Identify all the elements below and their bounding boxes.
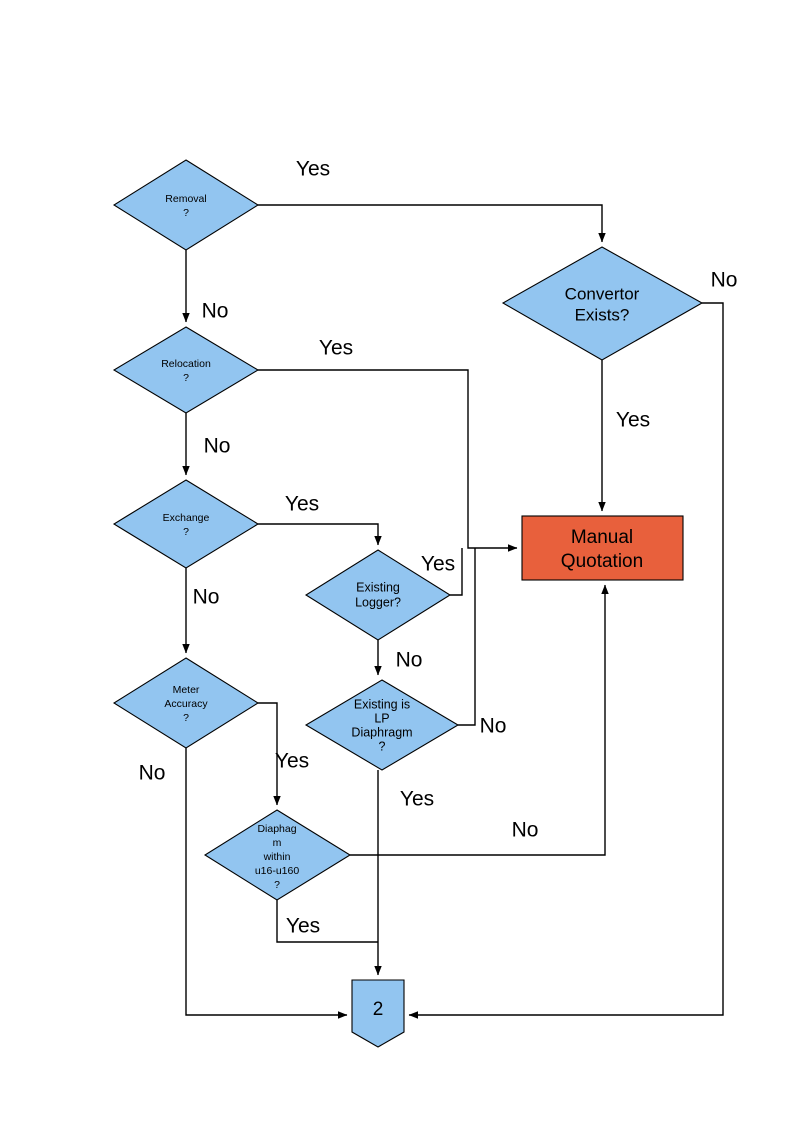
existing-lp-label-3: ? — [379, 739, 386, 753]
connector-2-shape[interactable] — [351, 979, 405, 1048]
edge-label-relocation-no: No — [204, 435, 231, 458]
diaphagm-label-2: within — [263, 851, 291, 863]
edge-exchange-yes — [258, 523, 382, 546]
node-convertor-exists[interactable]: Convertor Exists? — [501, 246, 704, 361]
existing-logger-diamond[interactable] — [304, 549, 452, 641]
node-removal[interactable]: Removal ? — [112, 159, 260, 251]
node-diaphagm-range[interactable]: Diaphag m within u16-u160 ? — [203, 809, 352, 901]
edge-lp-no — [458, 548, 476, 726]
edge-label-logger-yes: Yes — [421, 553, 455, 576]
removal-label-1: ? — [183, 207, 189, 219]
node-connector-2[interactable]: 2 — [351, 979, 405, 1048]
edge-convertor-no — [408, 302, 724, 1019]
existing-logger-label-1: Logger? — [355, 595, 401, 609]
node-existing-logger[interactable]: Existing Logger? — [304, 549, 452, 641]
edge-label-relocation-yes: Yes — [319, 337, 353, 360]
edge-label-exchange-yes: Yes — [285, 493, 319, 516]
edge-label-lp-no: No — [480, 715, 507, 738]
diaphagm-label-3: u16-u160 — [255, 865, 300, 877]
relocation-diamond[interactable] — [112, 326, 260, 414]
edge-label-diaphagm-no: No — [512, 819, 539, 842]
edge-diaphagm-yes — [276, 900, 378, 943]
relocation-label-1: ? — [183, 372, 189, 384]
node-relocation[interactable]: Relocation ? — [112, 326, 260, 414]
edge-removal-yes — [258, 204, 606, 243]
removal-label-0: Removal — [165, 193, 206, 205]
edge-label-diaphagm-yes: Yes — [286, 915, 320, 938]
manual-quotation-label-1: Quotation — [561, 551, 643, 572]
meter-accuracy-label-1: Accuracy — [164, 698, 208, 710]
edge-meter-acc-yes — [258, 702, 281, 806]
connector-2-label: 2 — [373, 999, 384, 1020]
meter-accuracy-label-2: ? — [183, 712, 189, 724]
edge-label-logger-no: No — [396, 649, 423, 672]
diaphagm-label-4: ? — [274, 879, 280, 891]
edge-label-removal-no: No — [202, 300, 229, 323]
meter-accuracy-label-0: Meter — [173, 684, 200, 696]
convertor-label-1: Exists? — [575, 305, 630, 324]
exchange-diamond[interactable] — [112, 479, 260, 569]
edge-label-lp-yes: Yes — [400, 788, 434, 811]
edge-diaphagm-no — [350, 584, 609, 856]
node-exchange[interactable]: Exchange ? — [112, 479, 260, 569]
edge-relocation-yes — [258, 369, 518, 552]
edge-label-removal-yes: Yes — [296, 158, 330, 181]
edge-label-meter-acc-no: No — [139, 762, 166, 785]
node-meter-accuracy[interactable]: Meter Accuracy ? — [112, 657, 260, 749]
existing-lp-label-2: Diaphragm — [351, 725, 412, 739]
edge-logger-yes — [450, 548, 463, 596]
exchange-label-1: ? — [183, 526, 189, 538]
diaphagm-range-diamond[interactable] — [203, 809, 352, 901]
edge-meter-acc-no — [185, 748, 348, 1019]
exchange-label-0: Exchange — [163, 512, 210, 524]
edge-label-convertor-no: No — [711, 269, 738, 292]
removal-diamond[interactable] — [112, 159, 260, 251]
existing-lp-diaphragm-diamond[interactable] — [304, 679, 460, 771]
diaphagm-label-0: Diaphag — [257, 823, 296, 835]
diaphagm-label-1: m — [273, 837, 282, 849]
existing-lp-label-0: Existing is — [354, 697, 410, 711]
manual-quotation-box[interactable] — [521, 515, 684, 581]
existing-lp-label-1: LP — [374, 711, 389, 725]
meter-accuracy-diamond[interactable] — [112, 657, 260, 749]
existing-logger-label-0: Existing — [356, 580, 400, 594]
node-manual-quotation[interactable]: Manual Quotation — [521, 515, 684, 581]
relocation-label-0: Relocation — [161, 358, 211, 370]
edge-label-meter-acc-yes: Yes — [275, 750, 309, 773]
convertor-exists-diamond[interactable] — [501, 246, 704, 361]
node-existing-lp-diaphragm[interactable]: Existing is LP Diaphragm ? — [304, 679, 460, 771]
convertor-label-0: Convertor — [565, 284, 640, 303]
edge-label-exchange-no: No — [193, 586, 220, 609]
edge-label-convertor-yes: Yes — [616, 409, 650, 432]
manual-quotation-label-0: Manual — [571, 527, 633, 548]
